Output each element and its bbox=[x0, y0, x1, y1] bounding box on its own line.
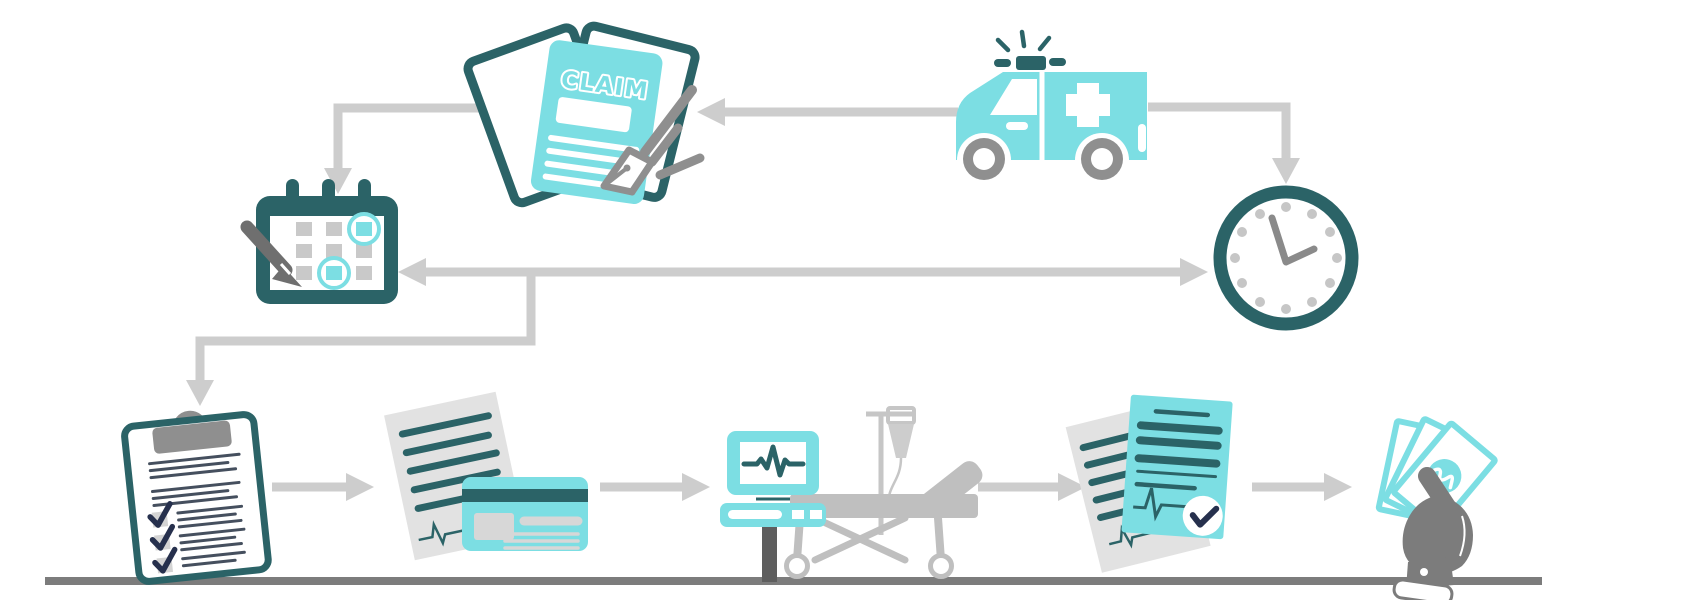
arrow-clock-calendar bbox=[398, 258, 1208, 286]
monitor-post bbox=[762, 512, 777, 582]
pencil-icon bbox=[240, 220, 302, 287]
arrow-clipboard-to-invoice bbox=[272, 473, 374, 501]
clock-hands bbox=[1268, 214, 1318, 266]
arrow-approved-to-payment bbox=[1252, 473, 1352, 501]
clock-icon bbox=[1213, 185, 1359, 331]
calendar-icon bbox=[240, 179, 398, 304]
hospital-bed-icon bbox=[720, 406, 983, 582]
clipboard-clip bbox=[152, 420, 232, 454]
front-wheel bbox=[963, 138, 1005, 180]
door-handle bbox=[1006, 122, 1028, 130]
card-chip bbox=[474, 513, 514, 540]
checklist-items bbox=[147, 501, 246, 574]
arrow-bed-to-approved bbox=[978, 473, 1086, 501]
medical-cross-icon bbox=[1066, 83, 1110, 127]
arrow-claim-to-calendar bbox=[324, 103, 516, 194]
pen-icon bbox=[600, 85, 705, 196]
calendar-cells bbox=[296, 222, 372, 280]
marked-date-1 bbox=[356, 222, 372, 236]
hand-icon bbox=[1392, 467, 1473, 600]
arrow-invoice-to-monitor bbox=[600, 473, 710, 501]
clock-ticks bbox=[1230, 202, 1342, 314]
arrow-to-clipboard bbox=[186, 272, 536, 406]
invoice-icon bbox=[384, 391, 588, 561]
windshield bbox=[990, 79, 1037, 115]
arrow-ambulance-to-clock bbox=[1148, 102, 1300, 184]
siren-icon bbox=[994, 29, 1066, 70]
heartbeat-line bbox=[741, 444, 806, 478]
marked-date-2 bbox=[326, 266, 342, 280]
rear-wheel bbox=[1081, 138, 1123, 180]
insurance-card bbox=[462, 477, 588, 551]
flow-arrows bbox=[186, 98, 1352, 501]
claim-documents-icon: CLAIM bbox=[463, 21, 705, 208]
taillight bbox=[1138, 124, 1146, 152]
ekg-monitor-icon bbox=[720, 431, 826, 582]
ambulance-icon bbox=[956, 29, 1147, 187]
clipboard-icon bbox=[121, 410, 272, 585]
approved-document bbox=[1121, 394, 1233, 540]
payment-hand-icon bbox=[1375, 416, 1498, 600]
approved-claim-icon bbox=[1065, 394, 1233, 573]
arrow-ambulance-to-claim bbox=[697, 98, 958, 126]
approval-check-seal bbox=[1182, 495, 1223, 536]
